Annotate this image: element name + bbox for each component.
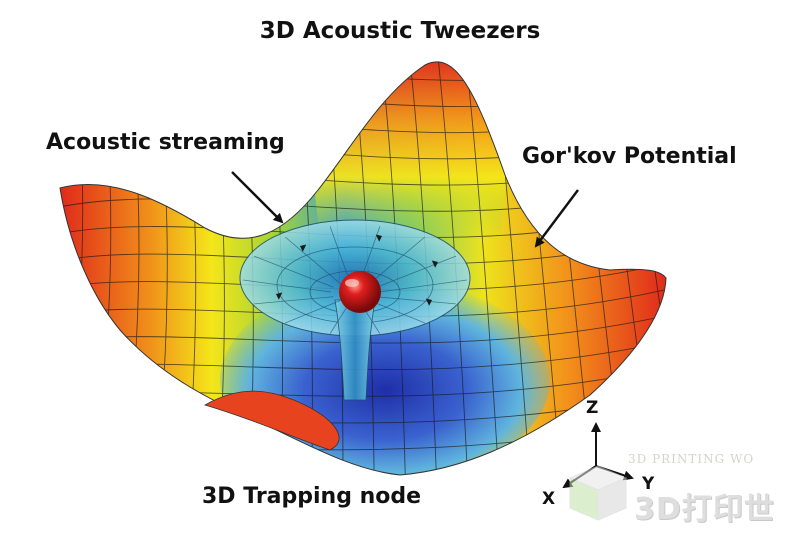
gorkov-pointer-arrow [534, 189, 579, 248]
watermark-text: 3D PRINTING WO [628, 452, 755, 466]
watermark-cube [568, 465, 628, 521]
axis-y-label: Y [642, 474, 655, 494]
front-ridge [203, 390, 340, 451]
gorkov-potential-label: Gor'kov Potential [522, 144, 737, 169]
watermark-logo: 3D打印世 [634, 492, 775, 527]
diagram-title: 3D Acoustic Tweezers [259, 18, 541, 44]
trapped-particle [339, 271, 381, 313]
axis-x-label: X [542, 489, 556, 509]
streaming-pointer-arrow [231, 171, 284, 224]
axis-z-label: Z [586, 398, 599, 418]
trapping-node-label: 3D Trapping node [202, 484, 422, 509]
acoustic-streaming-label: Acoustic streaming [46, 130, 285, 155]
